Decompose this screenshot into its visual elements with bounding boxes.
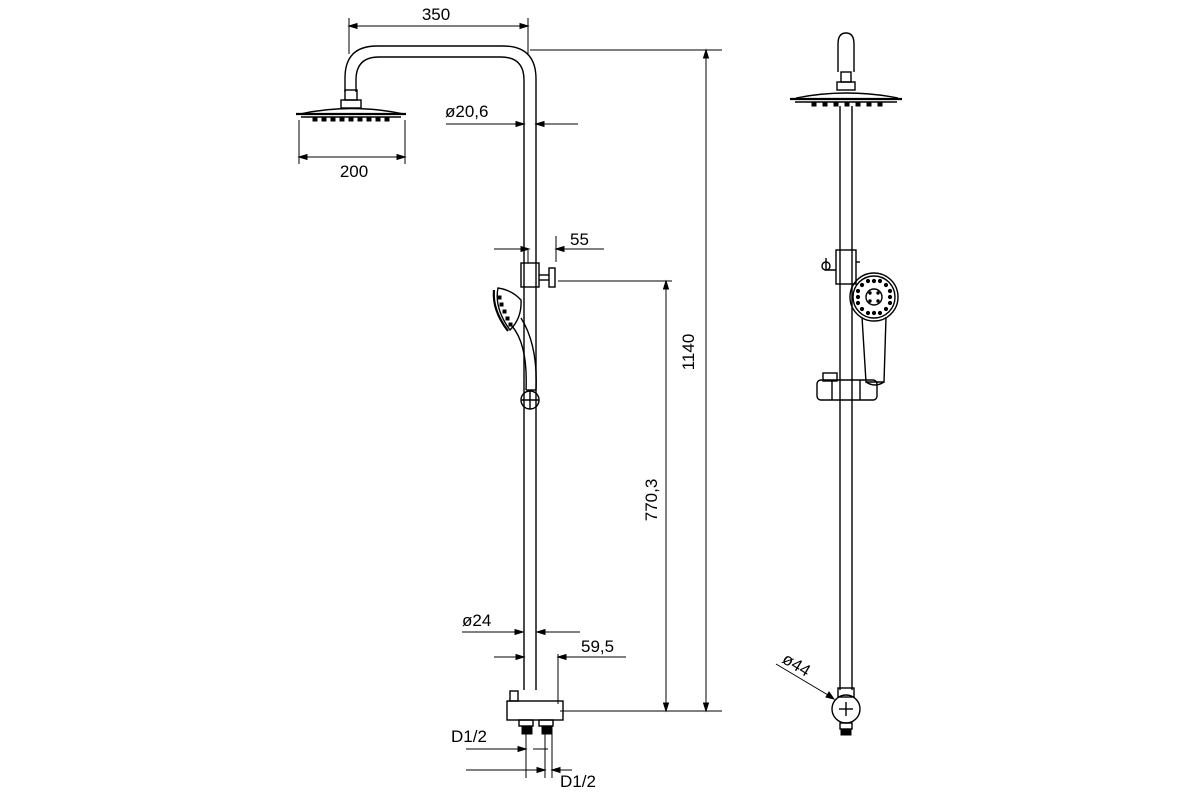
side-hand-shower-nozzles bbox=[855, 278, 893, 316]
front-view: 350 200 ø20,6 bbox=[296, 5, 722, 791]
dim-lower-pipe-diameter-label: ø24 bbox=[462, 611, 491, 630]
dim-mixer-depth: 59,5 bbox=[494, 637, 626, 704]
mixer-body bbox=[506, 690, 564, 735]
side-mixer bbox=[831, 687, 861, 736]
side-holder bbox=[821, 249, 860, 285]
dim-lower-pipe-diameter: ø24 bbox=[462, 611, 580, 636]
dim-arm-reach: 350 bbox=[347, 5, 530, 54]
dim-upper-pipe-diameter-label: ø20,6 bbox=[445, 102, 488, 121]
side-vertical-pipe bbox=[839, 106, 853, 690]
dim-mixer-depth-label: 59,5 bbox=[581, 637, 614, 656]
dim-head-diameter: 200 bbox=[297, 120, 407, 181]
side-top-pipe bbox=[836, 32, 856, 91]
dim-holder-offset-label: 55 bbox=[570, 230, 589, 249]
dim-inlet-left: D1/2 bbox=[451, 727, 548, 778]
dim-mixer-diameter-label: ø44 bbox=[779, 649, 814, 680]
overhead-arm bbox=[344, 45, 537, 690]
dim-mixer-diameter: ø44 bbox=[775, 649, 836, 700]
dim-inlet-right: D1/2 bbox=[466, 734, 596, 791]
side-slide-bar bbox=[816, 372, 878, 401]
rain-shower-head bbox=[296, 107, 406, 122]
dim-inlet-right-label: D1/2 bbox=[560, 772, 596, 791]
dim-inlet-left-label: D1/2 bbox=[451, 727, 487, 746]
side-head-nozzles bbox=[811, 102, 883, 107]
hand-shower-holder bbox=[520, 250, 556, 288]
dim-holder-height: 770,3 bbox=[558, 279, 672, 713]
dim-total-height: 1140 bbox=[530, 48, 722, 713]
side-rain-head bbox=[790, 92, 902, 107]
side-view: ø44 bbox=[775, 32, 902, 736]
dim-total-height-label: 1140 bbox=[679, 334, 698, 371]
shower-head-connector bbox=[340, 89, 362, 109]
nozzle-row bbox=[312, 117, 390, 122]
dim-holder-height-label: 770,3 bbox=[642, 479, 661, 522]
dim-holder-offset: 55 bbox=[494, 230, 604, 262]
dim-arm-reach-label: 350 bbox=[422, 5, 450, 24]
hand-shower bbox=[492, 287, 540, 410]
side-hand-shower bbox=[849, 272, 899, 386]
dim-upper-pipe-diameter: ø20,6 bbox=[445, 102, 578, 128]
hand-shower-nozzles bbox=[497, 295, 513, 327]
dim-head-diameter-label: 200 bbox=[340, 162, 368, 181]
